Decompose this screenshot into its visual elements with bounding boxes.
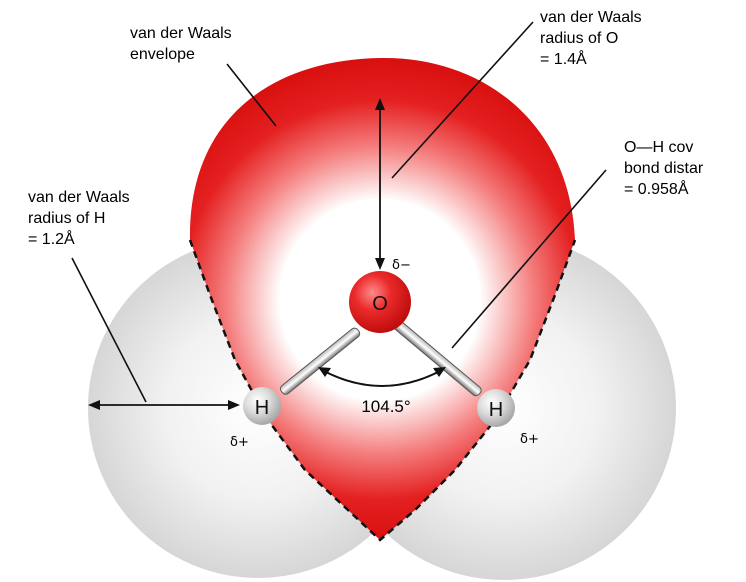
oxygen-atom <box>349 271 411 333</box>
bond-angle-arc <box>321 369 443 387</box>
bond-angle-arrowhead-right <box>433 367 446 377</box>
oxygen-partial-charge: δ− <box>392 258 411 273</box>
radius-o-label-line3: = 1.4Å <box>540 49 587 68</box>
hydrogen-atom-right <box>477 389 515 427</box>
bond-distance-leader-line <box>451 169 607 349</box>
hydrogen-atom-left <box>243 387 281 425</box>
bond-angle-label: 104.5° <box>361 397 410 416</box>
hydrogen-radius-arrowhead-right <box>228 400 240 410</box>
oxygen-symbol: O <box>372 293 388 315</box>
oxygen-radius-arrowhead-top <box>375 98 385 110</box>
bond-left <box>279 327 361 395</box>
radius-o-leader-line <box>391 21 534 179</box>
radius-h-label-line1: van der Waals <box>28 189 130 206</box>
radius-o-label-line2: radius of O <box>540 30 618 47</box>
radius-o-label-line1: van der Waals <box>540 9 642 26</box>
radius-h-label-line2: radius of H <box>28 210 105 227</box>
radius-o-label-text: van der Waals radius of O = 1.4Å <box>540 9 646 68</box>
hydrogen-right-partial-charge: δ+ <box>520 432 539 447</box>
hydrogen-symbol-right: H <box>489 399 503 421</box>
hydrogen-left-partial-charge: δ+ <box>230 435 249 450</box>
envelope-label-line2: envelope <box>130 46 195 63</box>
radius-h-label-text: van der Waals radius of H = 1.2Å <box>28 189 134 248</box>
envelope-dashed-boundary <box>188 239 577 542</box>
envelope-label-line1: van der Waals <box>130 25 232 42</box>
hydrogen-symbol-left: H <box>255 397 269 419</box>
envelope-label-text: van der Waals envelope <box>130 25 236 63</box>
bond-distance-label-text: O—H cov bond distar = 0.958Å <box>624 139 708 198</box>
bond-angle-arrowhead-left <box>318 367 331 377</box>
envelope-leader-line <box>226 63 277 127</box>
hydrogen-radius-arrowhead-left <box>88 400 100 410</box>
oxygen-radius-arrowhead-bottom <box>375 258 385 270</box>
bond-distance-label-line3: = 0.958Å <box>624 179 689 198</box>
radius-h-label-line3: = 1.2Å <box>28 229 75 248</box>
radius-h-leader-line <box>71 257 147 403</box>
bond-distance-label-line2: bond distar <box>624 160 704 177</box>
bond-distance-label-line1: O—H cov <box>624 139 693 156</box>
